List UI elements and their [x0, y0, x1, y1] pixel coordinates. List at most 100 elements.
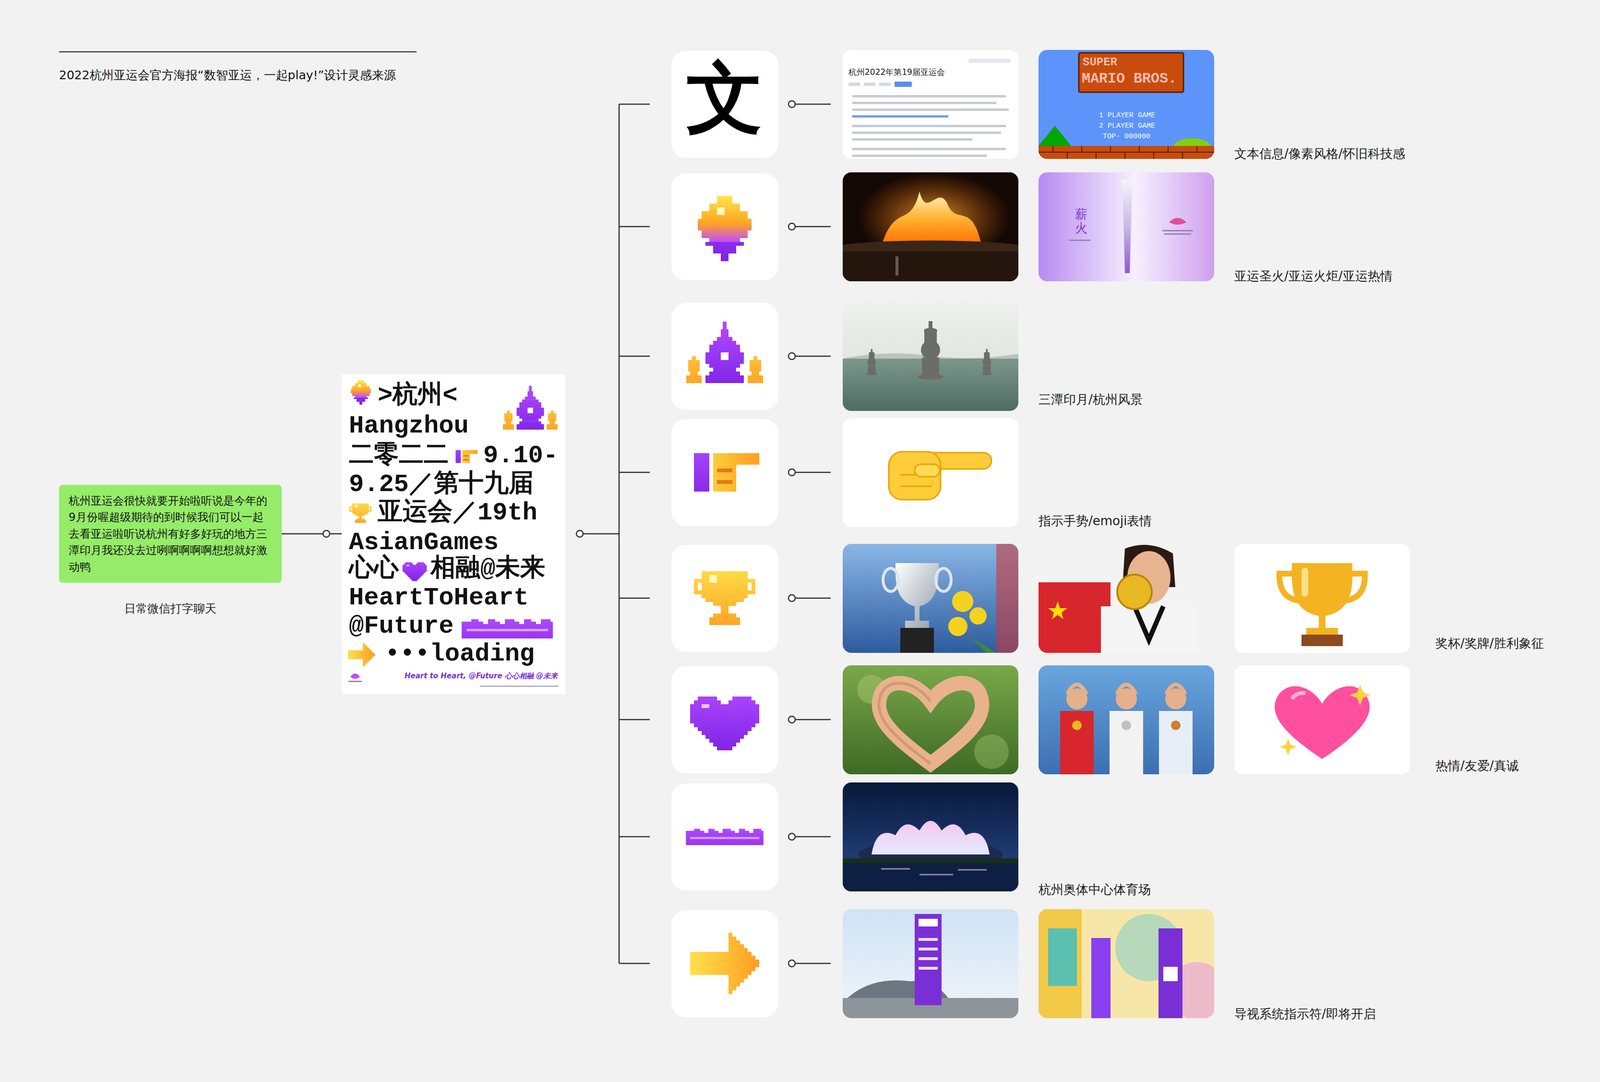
- mario-screen: [1038, 125, 1072, 146]
- article-screenshot: [848, 82, 860, 86]
- mario-screen: [1078, 52, 1184, 93]
- lake-photo: [918, 373, 944, 380]
- guide-system-photo: [1163, 966, 1178, 981]
- trophy-emoji: [1234, 543, 1410, 653]
- trophy-photo: [883, 568, 899, 592]
- poster-art: [479, 685, 559, 687]
- article-screenshot: [852, 101, 997, 105]
- athletes-photo: [1170, 720, 1181, 730]
- sparkle-heart-emoji: [1291, 692, 1306, 700]
- pointing-emoji: [914, 464, 940, 477]
- tree-lines: [788, 716, 796, 723]
- article-screenshot: [852, 154, 987, 157]
- stadium-photo: [919, 873, 954, 876]
- article-heading: 杭州2022年第19届亚运会: [848, 67, 945, 77]
- trophy-emoji: [1234, 543, 1410, 653]
- lake-photo: [920, 340, 941, 360]
- poster-art: [341, 374, 566, 694]
- sparkle-heart-emoji: [1234, 665, 1410, 775]
- article-screenshot: [852, 108, 1009, 111]
- game-menu: 1 PLAYER GAME: [1098, 111, 1156, 120]
- pixel-icon: [686, 321, 764, 383]
- pixel-icon: [693, 453, 760, 492]
- mario-screen: [1196, 145, 1198, 153]
- mario-screen: [1038, 49, 1215, 159]
- poster-line: 亚运会／19th: [377, 500, 538, 526]
- athletes-photo: [1038, 665, 1215, 775]
- tree-lines: [619, 471, 650, 474]
- tree-lines: [795, 718, 831, 721]
- sparkle-heart-emoji: [1234, 665, 1410, 775]
- cauldron-photo: [842, 172, 1019, 282]
- connector-group: [281, 533, 342, 535]
- signage-photo: [918, 956, 938, 960]
- signage-photo: [842, 908, 1019, 1018]
- stadium-photo: [957, 869, 987, 871]
- article-screenshot: [852, 115, 949, 118]
- article-screenshot: [842, 49, 1019, 159]
- sparkle-heart-emoji: [1279, 738, 1297, 755]
- poster-card: >杭州<Hangzhou二零二二9.10-9.25／第十九届亚运会／19thAs…: [341, 374, 566, 694]
- trophy-photo: [842, 543, 1019, 653]
- poster-line: 相融@未来: [430, 556, 546, 582]
- icon-tile: [671, 50, 779, 158]
- poster-art: [455, 450, 478, 464]
- game-title: SUPER: [1082, 55, 1118, 70]
- pixel-glyph: 文: [686, 65, 764, 143]
- tree-lines: [619, 962, 650, 965]
- article-screenshot: [863, 82, 876, 86]
- lake-photo: [842, 301, 1019, 411]
- tree-lines: [788, 100, 796, 108]
- row-caption: 杭州奥体中心体育场: [1038, 882, 1151, 897]
- guide-system-photo: [1038, 908, 1215, 1018]
- trophy-photo: [948, 616, 968, 636]
- cauldron-photo: [824, 172, 1037, 282]
- athletes-photo: [1060, 710, 1094, 775]
- trophy-emoji: [1306, 627, 1338, 635]
- poster-art: [347, 642, 375, 667]
- signage-photo: [914, 913, 942, 1005]
- trophy-photo: [935, 568, 952, 592]
- athletes-photo: [1109, 710, 1144, 775]
- connector-line: [281, 533, 342, 535]
- poster-line: Hangzhou: [348, 413, 469, 439]
- signage-photo: [918, 947, 938, 951]
- article-screenshot: [852, 138, 973, 141]
- tree-lines: [788, 833, 796, 840]
- pointing-emoji: [842, 417, 1019, 527]
- pixel-icon: [690, 932, 760, 994]
- torch-photo: [1169, 217, 1187, 225]
- tree-lines: [576, 100, 831, 967]
- tree-lines: [618, 104, 621, 964]
- mario-screen: [1182, 152, 1183, 159]
- medal-photo: [1048, 601, 1068, 620]
- title-rule: [59, 51, 417, 53]
- athletes-photo: [1067, 684, 1186, 694]
- row-caption: 热情/友爱/真诚: [1435, 758, 1519, 774]
- stadium-photo: [881, 868, 910, 870]
- tree-lines: [619, 355, 650, 358]
- tree-lines: [795, 962, 831, 965]
- icon-tile: [671, 544, 779, 652]
- article-screenshot: [852, 95, 1009, 157]
- pointing-emoji: [842, 417, 1019, 527]
- icon-tile: [671, 302, 779, 410]
- pixel-icon: [693, 571, 756, 625]
- mario-screen: [1038, 145, 1215, 159]
- chat-message: 杭州亚运会很快就要开始啦听说是今年的9月份喔超级期待的到时候我们可以一起去看亚运…: [68, 492, 273, 576]
- tree-lines: [619, 835, 650, 838]
- connector-dot: [322, 530, 330, 538]
- cauldron-photo: [842, 251, 1019, 282]
- lake-photo: [981, 348, 993, 376]
- torch-photo: [1164, 233, 1192, 235]
- signage-photo: [842, 908, 1019, 1018]
- icon-tile: [671, 783, 779, 891]
- tree-lines: [788, 352, 796, 360]
- chat-bubble: 杭州亚运会很快就要开始啦听说是今年的9月份喔超级期待的到时候我们可以一起去看亚运…: [59, 484, 282, 584]
- medal-photo: [1117, 574, 1152, 609]
- stadium-photo: [842, 782, 1019, 892]
- row-caption: 亚运圣火/亚运火炬/亚运热情: [1234, 268, 1393, 284]
- article-screenshot: [852, 147, 1006, 151]
- article-screenshot: [879, 82, 891, 86]
- mario-screen: [1167, 145, 1169, 153]
